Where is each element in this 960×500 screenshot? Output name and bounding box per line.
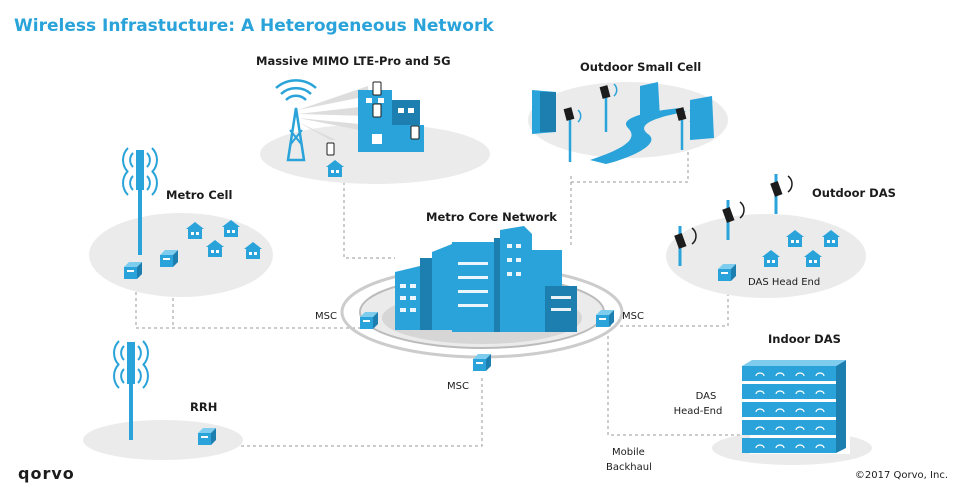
mimo-blob <box>260 124 490 184</box>
copyright-text: ©2017 Qorvo, Inc. <box>854 470 948 481</box>
small-cell-blob <box>528 82 728 158</box>
metro-cell-graphic <box>122 147 262 279</box>
small-cell-label: Outdoor Small Cell <box>580 60 702 74</box>
qorvo-logo: qorvo <box>18 464 75 483</box>
mobile-backhaul-line1: Mobile <box>612 447 645 458</box>
indoor-das-head-end-line1: DAS <box>695 391 717 402</box>
core-network-graphic <box>340 226 624 371</box>
msc-label-right: MSC <box>622 311 644 322</box>
small-cell-graphic <box>532 82 714 164</box>
page-title: Wireless Infrastucture: A Heterogeneous … <box>14 16 494 36</box>
rrh-label: RRH <box>190 400 218 414</box>
outdoor-das-graphic <box>672 172 840 281</box>
msc-label-left: MSC <box>315 311 337 322</box>
metro-cell-label: Metro Cell <box>166 188 233 202</box>
msc-label-bottom: MSC <box>447 381 469 392</box>
indoor-das-graphic <box>742 360 850 454</box>
outdoor-das-label: Outdoor DAS <box>812 186 896 200</box>
rrh-graphic <box>113 340 216 445</box>
mimo-label: Massive MIMO LTE-Pro and 5G <box>256 54 451 68</box>
core-network-label: Metro Core Network <box>426 210 557 224</box>
das-head-end-label: DAS Head End <box>748 277 821 288</box>
indoor-das-head-end-line2: Head-End <box>673 406 723 417</box>
rrh-blob <box>83 420 243 460</box>
mobile-backhaul-line2: Backhaul <box>606 462 652 473</box>
indoor-das-label: Indoor DAS <box>768 332 841 346</box>
mimo-graphic <box>275 79 424 177</box>
metro-cell-blob <box>89 213 273 297</box>
